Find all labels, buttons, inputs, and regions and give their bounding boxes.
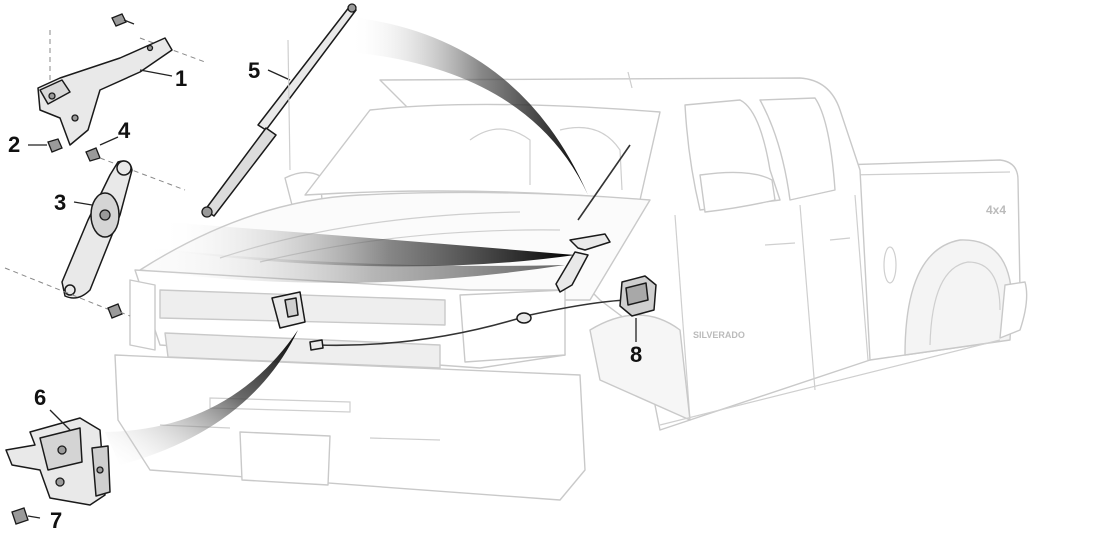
hood-hinge-bracket [37,30,206,146]
door-badge: SILVERADO [693,330,745,340]
swoosh-strut [350,18,588,195]
hood-hinge-arm [4,160,133,311]
swoosh-latch [105,330,298,465]
swoosh-hinge-upper [160,222,575,267]
callout-5: 5 [248,58,260,83]
hinge-bolt [111,13,135,27]
callout-3: 3 [54,190,66,215]
hood-lift-strut [201,3,357,218]
callout-7: 7 [50,508,62,533]
hood-latch-assembly [5,409,111,506]
pickup-truck-outline: SILVERADO 4x4 [114,71,1028,501]
hinge-nut [28,138,63,153]
callout-numbers: 1 2 3 4 5 6 7 8 [8,58,642,533]
callout-2: 2 [8,132,20,157]
hinge-pivot-bolt [85,136,186,191]
hood-release-handle [619,275,657,342]
bed-badge: 4x4 [986,203,1006,217]
installed-strut [577,144,631,221]
hood-release-cable [309,299,633,351]
callout-8: 8 [630,342,642,367]
callout-6: 6 [34,385,46,410]
callout-4: 4 [118,118,131,143]
latch-bolt [11,507,41,525]
installed-hinge [555,233,611,293]
arm-bolt [107,303,131,319]
swoosh-hinge-lower [140,248,565,283]
installed-latch [271,291,306,329]
swoosh-leaders [105,18,588,465]
callout-1: 1 [175,66,187,91]
